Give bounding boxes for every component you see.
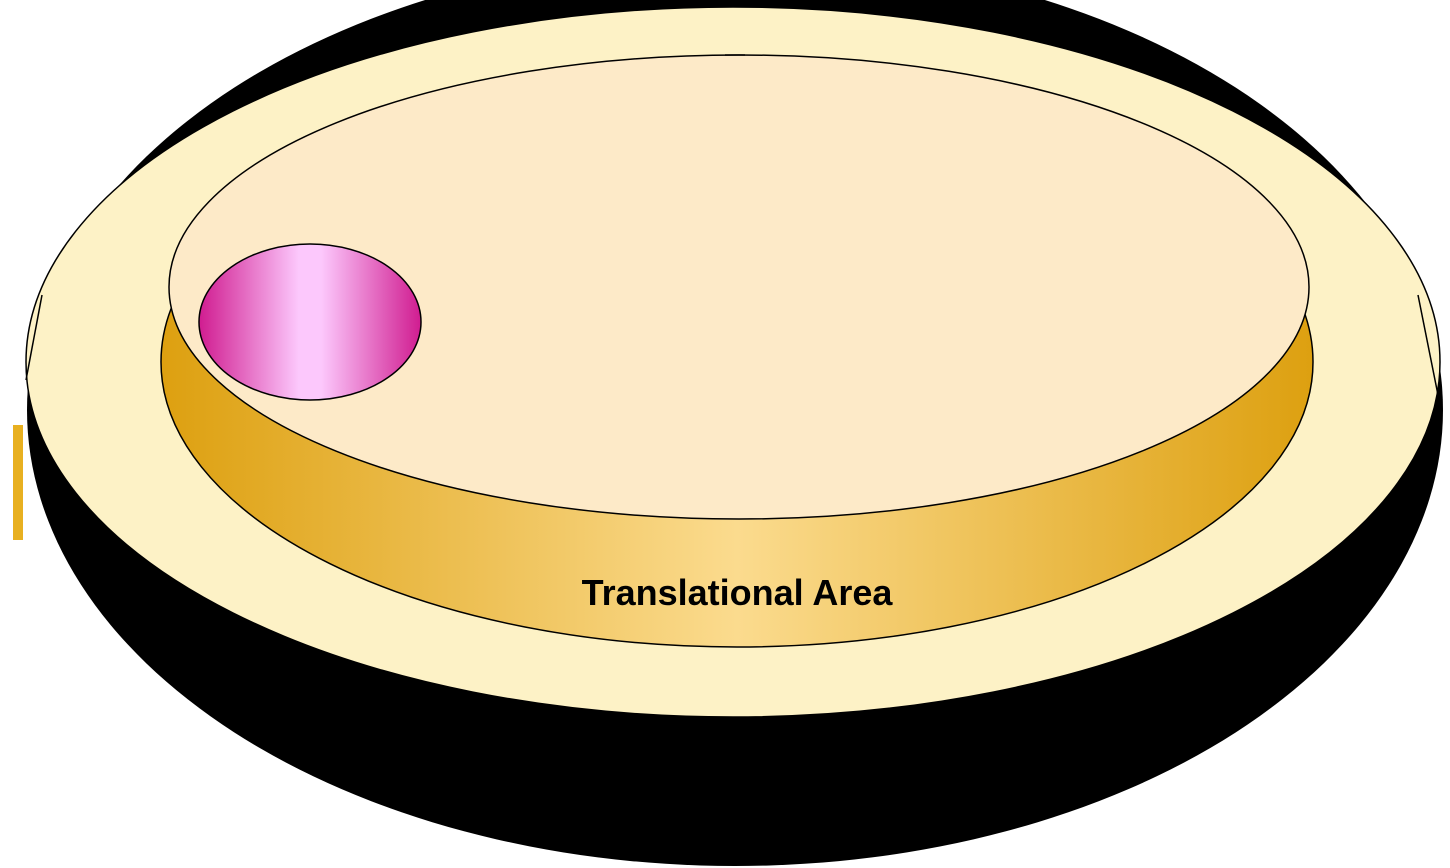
translational-area-label: Translational Area [582,572,894,613]
pink-region [199,244,421,400]
left-edge-sliver [13,425,23,540]
